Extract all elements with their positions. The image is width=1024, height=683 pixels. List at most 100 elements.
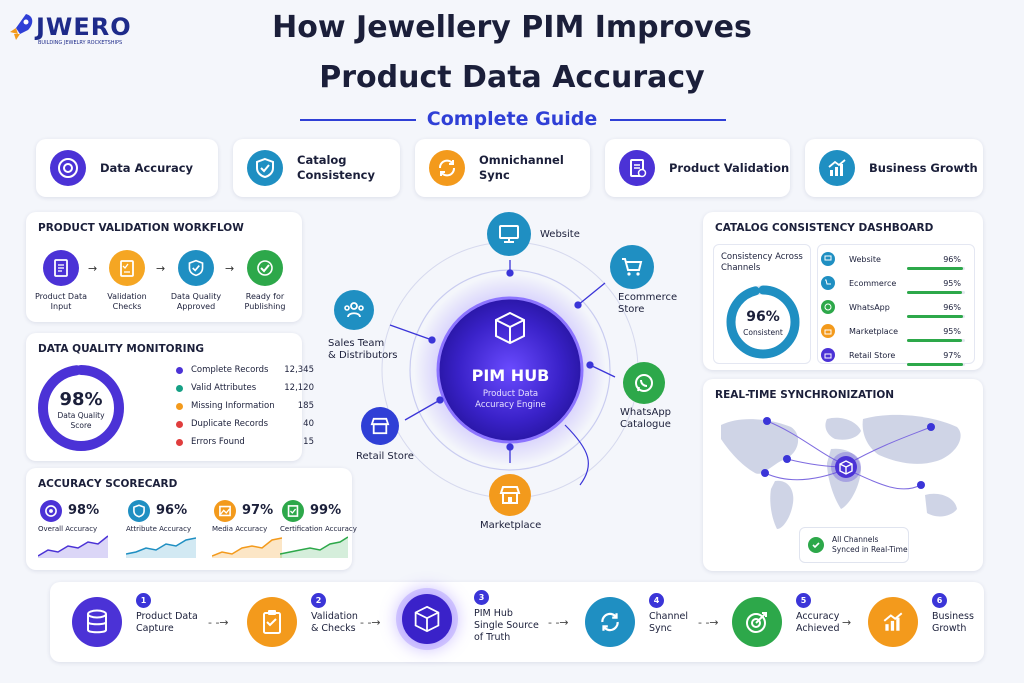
check-icon: [808, 537, 824, 553]
scorecard-item: 96% Attribute Accuracy: [124, 494, 202, 566]
title-line-2: Product Data Accuracy: [319, 60, 705, 95]
channel-bar-fill: [907, 291, 963, 294]
growth-chart-icon: [868, 597, 918, 647]
shield-check-icon: [178, 250, 214, 286]
section-title: ACCURACY SCORECARD: [38, 478, 178, 490]
target-icon: [732, 597, 782, 647]
page-title: How Jewellery PIM Improves Product Data …: [0, 10, 1024, 96]
sparkline: [280, 536, 348, 558]
brand-name: JWERO: [36, 13, 132, 41]
monitor-icon: [487, 212, 531, 256]
box-icon: [402, 594, 452, 644]
cart-icon: [821, 276, 835, 290]
channel-bar-fill: [907, 267, 963, 270]
arrow-icon: →: [225, 262, 235, 275]
workflow-step: Product Data Input: [26, 250, 96, 312]
shop-icon: [361, 407, 399, 445]
scorecard-item: 97% Media Accuracy: [210, 494, 288, 566]
channel-node-marketplace: [486, 474, 534, 516]
scorecard-item: 99% Certification Accuracy: [278, 494, 357, 566]
consistency-score-box: [713, 244, 811, 364]
workflow-step-label: Product Data Input: [34, 292, 88, 311]
workflow-step: Validation Checks: [92, 250, 162, 312]
arrow-icon: - -→: [208, 616, 229, 629]
workflow-step-label: Validation Checks: [107, 292, 147, 311]
page-subtitle: Complete Guide: [426, 108, 598, 130]
sparkline: [126, 537, 196, 558]
channel-bar-fill: [907, 315, 963, 318]
section-title: CATALOG CONSISTENCY DASHBOARD: [715, 222, 934, 234]
section-title: DATA QUALITY MONITORING: [38, 343, 204, 355]
shield-check-icon: [128, 500, 150, 522]
image-icon: [214, 500, 236, 522]
arrow-icon: - -→: [548, 616, 569, 629]
channel-bar-fill: [907, 363, 964, 366]
subtitle-line-left: [300, 119, 416, 121]
title-line-1: How Jewellery PIM Improves: [272, 10, 752, 45]
cart-icon: [610, 245, 654, 289]
channel-label: Website: [540, 229, 580, 240]
accuracy-scorecard-panel: ACCURACY SCORECARD 98% Overall Accuracy …: [26, 468, 357, 570]
consistency-ring: [726, 285, 800, 359]
sparkline: [38, 535, 108, 558]
check-icon: [247, 250, 283, 286]
catalog-consistency-panel: CATALOG CONSISTENCY DASHBOARD Consistenc…: [703, 212, 983, 370]
store-icon: [489, 474, 531, 516]
section-title: PRODUCT VALIDATION WORKFLOW: [38, 222, 244, 234]
box-icon: [839, 460, 853, 475]
realtime-sync-panel: REAL-TIME SYNCHRONIZATION All Channels S…: [703, 379, 983, 571]
target-icon: [40, 500, 62, 522]
shield-check-icon: [247, 150, 283, 186]
team-icon: [334, 290, 374, 330]
sparkline: [212, 537, 282, 558]
hub-title: PIM HUB: [471, 366, 550, 385]
channel-node-retail-store: [358, 407, 402, 445]
world-map: [721, 414, 961, 529]
feature-card-data-accuracy: Data Accuracy: [36, 139, 218, 197]
rocket-icon: [10, 14, 33, 40]
subtitle-line-right: [610, 119, 726, 121]
monitor-icon: [821, 252, 835, 266]
document-icon: [43, 250, 79, 286]
scorecard-item: 98% Overall Accuracy: [36, 494, 114, 566]
channel-label: Sales Team & Distributors: [328, 338, 398, 361]
feature-label: Omnichannel Sync: [479, 153, 564, 182]
checklist-icon: [247, 597, 297, 647]
feature-label: Catalog Consistency: [297, 153, 375, 182]
shop-icon: [821, 348, 835, 362]
database-icon: [72, 597, 122, 647]
arrow-icon: →: [842, 616, 852, 629]
feature-label: Business Growth: [869, 160, 978, 175]
channel-node-sales-team: [332, 290, 376, 330]
data-quality-monitoring-panel: DATA QUALITY MONITORING 98% Data Quality…: [26, 333, 314, 461]
feature-card-catalog-consistency: Catalog Consistency: [233, 139, 400, 197]
channel-label: Marketplace: [480, 520, 542, 531]
quality-score-value: 98%: [59, 389, 103, 410]
target-icon: [50, 150, 86, 186]
section-title: REAL-TIME SYNCHRONIZATION: [715, 389, 895, 401]
arrow-icon: →: [88, 262, 98, 275]
feature-label: Data Accuracy: [100, 160, 194, 175]
workflow-step: Ready for Publishing: [230, 250, 300, 312]
whatsapp-icon: [623, 362, 665, 404]
channel-node-whatsapp: [620, 362, 668, 404]
arrow-icon: - -→: [360, 616, 381, 629]
channel-label: Ecommerce Store: [618, 292, 678, 315]
arrow-icon: - -→: [698, 616, 719, 629]
checklist-icon: [109, 250, 145, 286]
brand-logo: JWERO BUILDING JEWELRY ROCKETSHIPS: [8, 12, 132, 46]
channel-list-box: [817, 244, 975, 364]
arrow-icon: →: [156, 262, 166, 275]
